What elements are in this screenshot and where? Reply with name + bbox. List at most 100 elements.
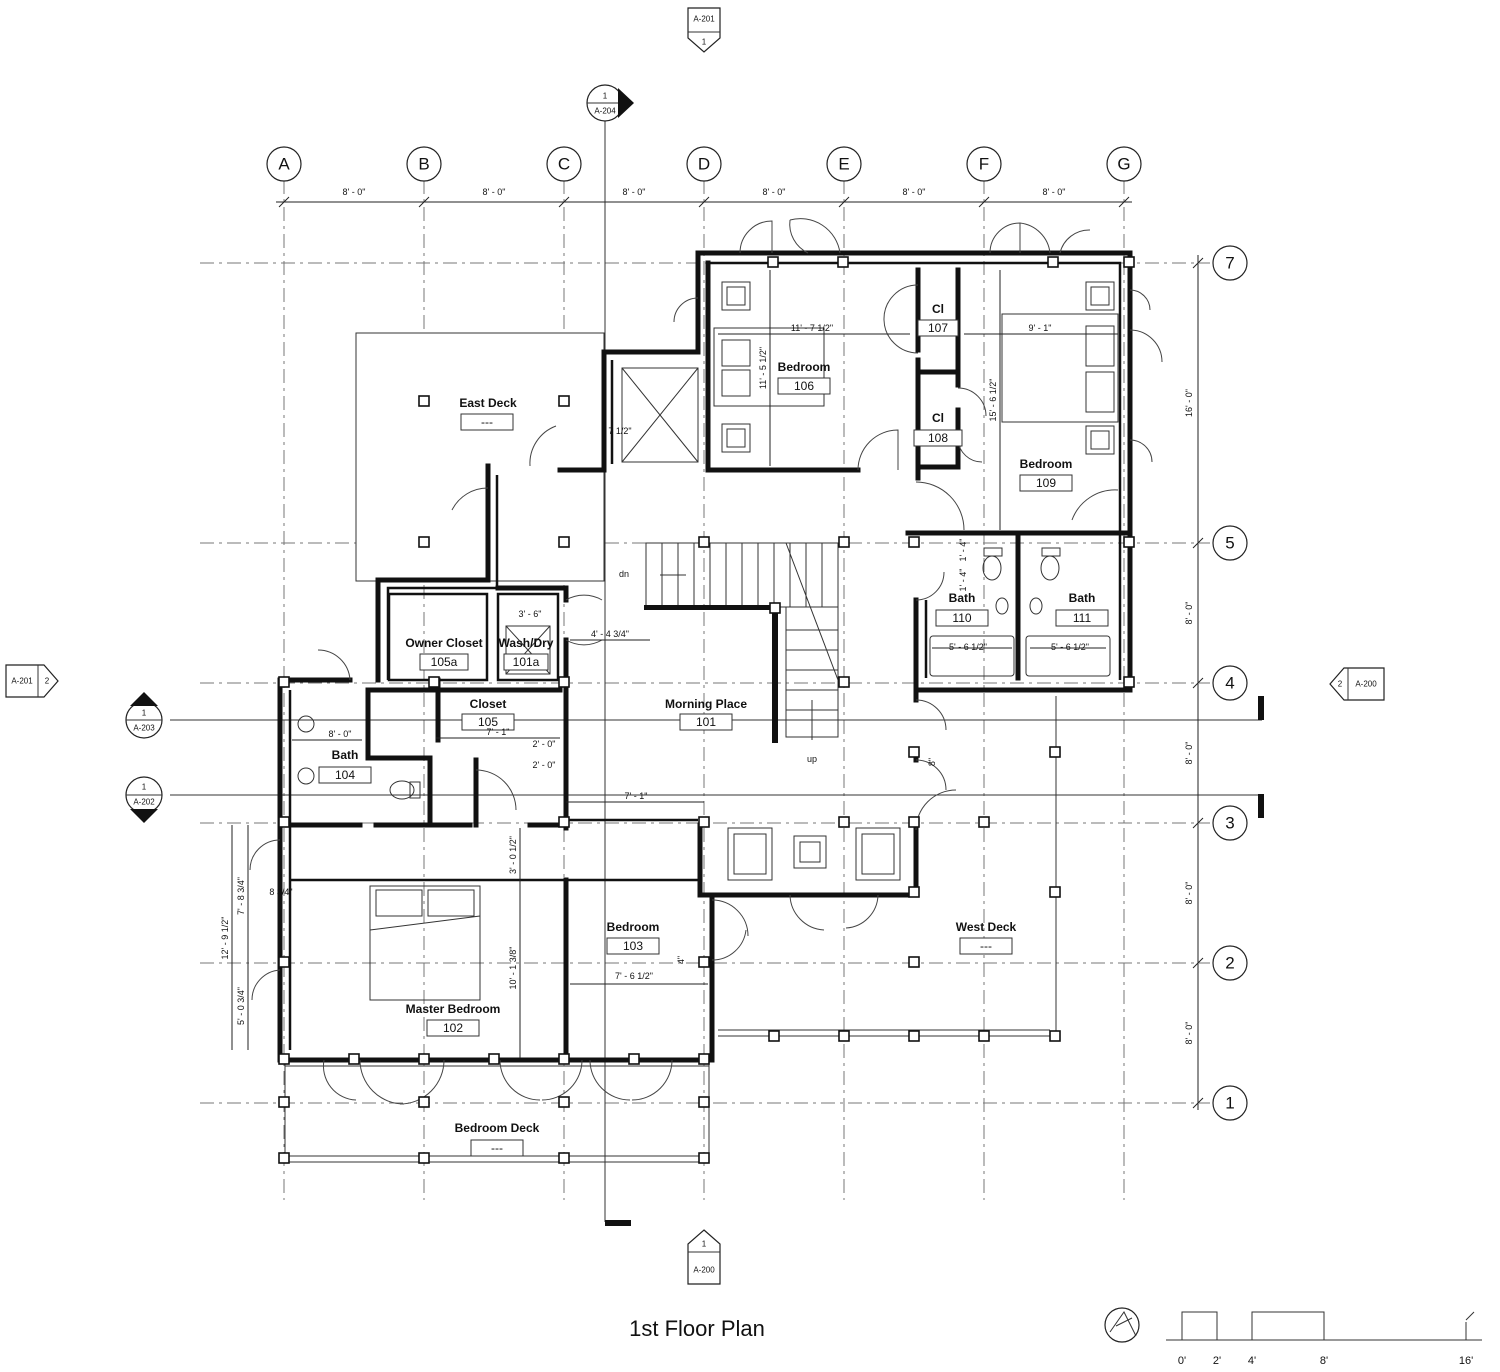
walls xyxy=(277,250,1133,1063)
room-number: 105a xyxy=(431,655,458,669)
elevation-mark-a200-right: 2 A-200 xyxy=(1329,667,1385,701)
room-number: 110 xyxy=(952,611,971,625)
dim-label: 2' - 0" xyxy=(533,739,556,749)
dim-label: 2' - 0" xyxy=(533,760,556,770)
grid-row-label: 4 xyxy=(1225,674,1234,693)
dim-label: 4' - 4 3/4" xyxy=(591,629,629,639)
dim-label: 8' - 0" xyxy=(483,187,506,197)
dim-label: 8' - 0" xyxy=(1184,1022,1194,1045)
dim-label: 5' - 6 1/2" xyxy=(1051,642,1089,652)
dim-label: 4" xyxy=(676,956,686,964)
svg-text:2: 2 xyxy=(1338,680,1343,689)
dim-label: 7 1/2" xyxy=(608,426,631,436)
room-number: 111 xyxy=(1073,611,1092,625)
fixtures xyxy=(297,281,1119,1001)
dim-label: 7' - 1" xyxy=(487,727,510,737)
room-name: Bedroom xyxy=(607,920,660,934)
room-name: East Deck xyxy=(459,396,517,410)
room-name: Bath xyxy=(949,591,976,605)
dim-label: 8' - 0" xyxy=(329,729,352,739)
elevation-mark-a201-left: A-201 2 xyxy=(5,664,59,698)
dim-label: 8" xyxy=(927,758,937,766)
scale-bar: 0' 2' 4' 8' 16' xyxy=(1166,1311,1482,1367)
dim-label: 5' - 0 3/4" xyxy=(236,987,246,1025)
room-name: Wash/Dry xyxy=(499,636,554,650)
section-cut-end xyxy=(605,1220,631,1226)
room-number: --- xyxy=(980,939,992,953)
scale-label: 8' xyxy=(1320,1355,1328,1367)
dim-label: 1' - 4" xyxy=(958,539,968,562)
svg-text:A-201: A-201 xyxy=(693,15,715,24)
dim-label: 11' - 7 1/2" xyxy=(791,323,833,333)
dim-label: 12' - 9 1/2" xyxy=(220,917,230,960)
section-mark-a204: 1 A-204 xyxy=(586,84,634,122)
dim-label: 8' - 0" xyxy=(903,187,926,197)
room-name: Owner Closet xyxy=(405,636,482,650)
room-number: 107 xyxy=(928,321,948,335)
dim-label: 8' - 0" xyxy=(763,187,786,197)
room-number: 108 xyxy=(928,431,948,445)
svg-text:1: 1 xyxy=(142,783,147,792)
grid-col-label: F xyxy=(979,155,989,174)
room-name: Bath xyxy=(1069,591,1096,605)
grid-col-label: C xyxy=(558,155,570,174)
north-arrow-icon xyxy=(1104,1307,1140,1343)
section-marks: A-201 1 1 A-204 A-201 2 1 A-203 xyxy=(5,7,1385,1285)
dim-label: 10' - 1 3/8" xyxy=(508,947,518,990)
grid-row-label: 3 xyxy=(1225,814,1234,833)
dim-label: 16' - 0" xyxy=(1184,389,1194,417)
dim-label: 9' - 1" xyxy=(1029,323,1052,333)
dim-label: 7' - 8 3/4" xyxy=(236,877,246,915)
svg-text:A-202: A-202 xyxy=(133,798,155,807)
room-labels: East Deck --- Bedroom 106 Cl 107 Cl 108 … xyxy=(318,302,1109,1157)
grid-row-label: 5 xyxy=(1225,534,1234,553)
dim-label: 3' - 6" xyxy=(519,609,542,619)
room-number: 106 xyxy=(794,379,814,393)
dim-label: 8' - 0" xyxy=(1043,187,1066,197)
dim-label: 3' - 0 1/2" xyxy=(508,836,518,874)
grid-col-label: A xyxy=(278,155,290,174)
dim-label: 5' - 6 1/2" xyxy=(949,642,987,652)
stair-label-up: up xyxy=(807,754,817,764)
room-name: Closet xyxy=(470,697,507,711)
room-number: --- xyxy=(491,1141,503,1155)
doors xyxy=(249,218,1163,1105)
grid-column-bubbles: A B C D E F G xyxy=(266,146,1142,182)
room-number: 101a xyxy=(513,655,540,669)
room-number: 104 xyxy=(335,768,355,782)
dim-label: 15' - 6 1/2" xyxy=(988,379,998,422)
scale-label: 0' xyxy=(1178,1355,1186,1367)
room-dimensions: 11' - 7 1/2" 11' - 5 1/2" 9' - 1" 15' - … xyxy=(220,270,1118,1058)
dim-label: 8' - 0" xyxy=(343,187,366,197)
room-number: --- xyxy=(481,415,493,429)
room-name: Bedroom Deck xyxy=(455,1121,540,1135)
dim-label: 8' - 0" xyxy=(623,187,646,197)
dim-label: 11' - 5 1/2" xyxy=(758,347,768,389)
dim-label: 8' - 0" xyxy=(1184,602,1194,625)
svg-text:A-203: A-203 xyxy=(133,724,155,733)
columns xyxy=(278,256,1135,1164)
elevation-mark-a201-top: A-201 1 xyxy=(687,7,721,53)
svg-text:1: 1 xyxy=(142,709,147,718)
svg-text:2: 2 xyxy=(45,677,50,686)
room-number: 102 xyxy=(443,1021,463,1035)
room-name: Cl xyxy=(932,411,944,425)
room-name: Cl xyxy=(932,302,944,316)
dim-label: 7' - 6 1/2" xyxy=(615,971,653,981)
grid-row-label: 2 xyxy=(1225,954,1234,973)
right-dimension-string: 16' - 0" 8' - 0" 8' - 0" 8' - 0" 8' - 0" xyxy=(1184,255,1204,1110)
room-number: 103 xyxy=(623,939,643,953)
room-number: 109 xyxy=(1036,476,1056,490)
drawing-title: 1st Floor Plan xyxy=(629,1316,765,1341)
room-name: Morning Place xyxy=(665,697,747,711)
svg-text:A-201: A-201 xyxy=(11,677,33,686)
room-number: 101 xyxy=(696,715,716,729)
svg-text:A-204: A-204 xyxy=(594,107,616,116)
grid-col-label: E xyxy=(838,155,849,174)
dim-label: 7' - 1" xyxy=(625,791,648,801)
top-dimension-string: 8' - 0" 8' - 0" 8' - 0" 8' - 0" 8' - 0" … xyxy=(276,187,1132,208)
stair: dn up xyxy=(619,542,839,764)
scale-label: 4' xyxy=(1248,1355,1256,1367)
section-mark-a203: 1 A-203 xyxy=(125,692,163,739)
svg-text:A-200: A-200 xyxy=(693,1266,715,1275)
